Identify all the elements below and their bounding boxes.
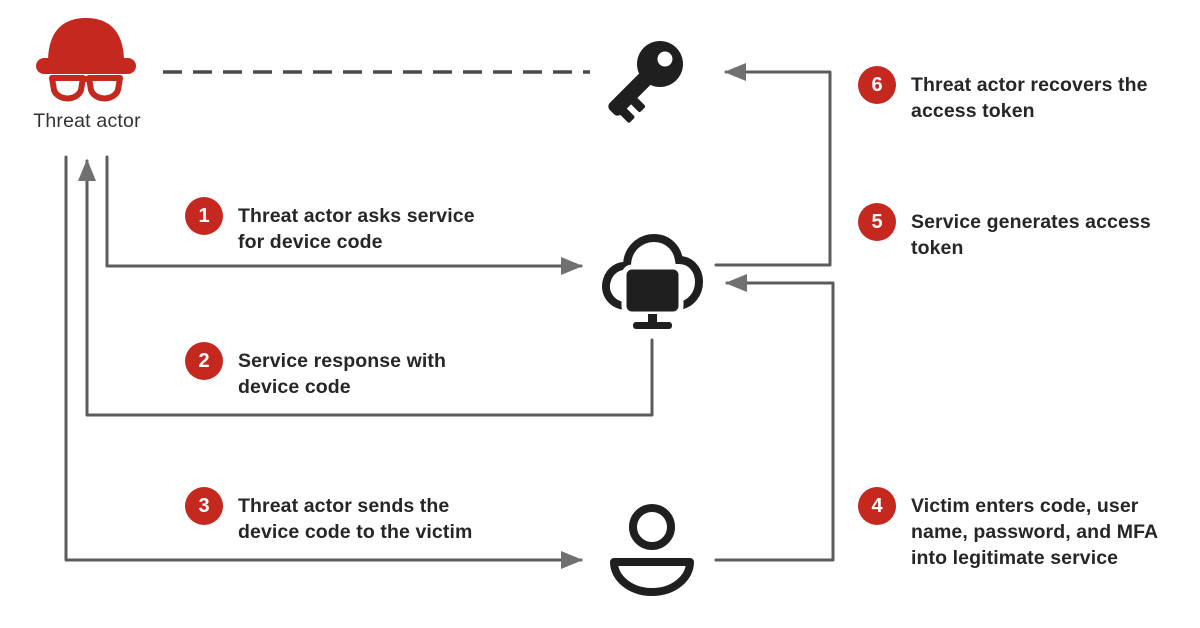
step-text: Service generates access token (911, 211, 1151, 259)
step-6: 6 Threat actor recovers the access token (858, 66, 1200, 124)
arrow-step2-service-to-threat-actor (78, 159, 654, 417)
threat-actor-icon (30, 12, 142, 108)
step-number-badge: 5 (858, 203, 896, 241)
step-number-badge: 2 (185, 342, 223, 380)
step-number-badge: 3 (185, 487, 223, 525)
step-text: Threat actor recovers the access token (911, 74, 1148, 122)
arrow-step4-victim-to-service (714, 274, 835, 562)
step-5: 5 Service generates access token (858, 203, 1200, 261)
step-text: Service response with device code (238, 350, 447, 398)
threat-actor-label: Threat actor (33, 110, 141, 132)
arrow-step3-threat-actor-to-victim (64, 155, 583, 569)
cloud-service-icon (597, 222, 707, 332)
step-text: Threat actor asks service for device cod… (238, 205, 475, 253)
person-icon (604, 500, 700, 600)
arrow-step1-threat-actor-to-service (105, 155, 583, 275)
key-icon (598, 26, 698, 126)
step-1: 1 Threat actor asks service for device c… (185, 197, 538, 255)
step-number-badge: 4 (858, 487, 896, 525)
step-text: Threat actor sends the device code to th… (238, 495, 473, 543)
step-number-badge: 1 (185, 197, 223, 235)
step-2: 2 Service response with device code (185, 342, 538, 400)
step-text: Victim enters code, user name, password,… (911, 495, 1159, 569)
step-3: 3 Threat actor sends the device code to … (185, 487, 538, 545)
step-number-badge: 6 (858, 66, 896, 104)
step-4: 4 Victim enters code, user name, passwor… (858, 487, 1200, 571)
arrow-step6-service-to-key (714, 63, 832, 267)
